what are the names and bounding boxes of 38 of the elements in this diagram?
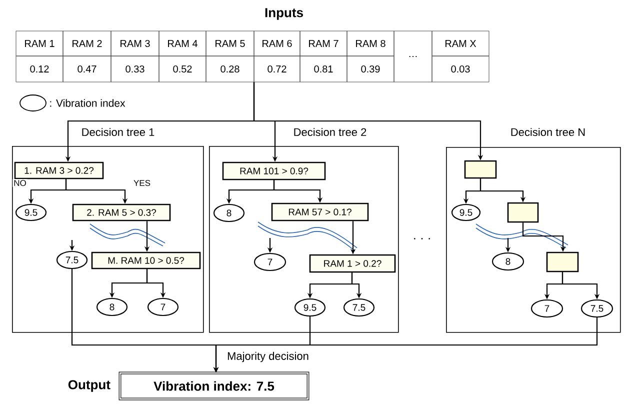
table-cell: 0.47 bbox=[62, 56, 112, 82]
question-box: 2. RAM 5 > 0.3? bbox=[72, 204, 171, 222]
table-cell: 0.39 bbox=[346, 56, 394, 82]
empty-box bbox=[507, 202, 539, 223]
table-cell: RAM 4 bbox=[158, 30, 206, 56]
question-box: RAM 101 > 0.9? bbox=[222, 162, 326, 180]
table-cell: RAM 5 bbox=[206, 30, 254, 56]
table-cell: RAM 1 bbox=[16, 30, 64, 56]
table-cell: RAM 6 bbox=[254, 30, 300, 56]
table-cell: RAM 2 bbox=[62, 30, 112, 56]
output-box: Vibration index: 7.5 bbox=[118, 372, 310, 400]
table-cell: RAM 3 bbox=[110, 30, 160, 56]
question-box: 1. RAM 3 > 0.2? bbox=[14, 162, 104, 180]
table-cell: 0.52 bbox=[158, 56, 206, 82]
table-heading: Inputs bbox=[265, 8, 303, 20]
table-cell: 0.03 bbox=[432, 56, 490, 82]
table-cell: 0.12 bbox=[16, 56, 64, 82]
panel-heading: Decision tree 2 bbox=[292, 126, 368, 138]
table-cell: RAM X bbox=[432, 30, 490, 56]
question-box: RAM 57 > 0.1? bbox=[271, 202, 369, 222]
table-cell: 0.33 bbox=[110, 56, 160, 82]
ellipsis-dots: · · · bbox=[414, 238, 430, 240]
panel-heading: Decision tree 1 bbox=[80, 126, 156, 138]
empty-box bbox=[546, 252, 579, 272]
question-box: M. RAM 10 > 0.5? bbox=[91, 252, 201, 270]
table-cell: RAM 7 bbox=[300, 30, 348, 56]
table-cell: 0.81 bbox=[300, 56, 348, 82]
empty-box bbox=[464, 160, 497, 179]
panel-heading: Decision tree N bbox=[509, 126, 587, 138]
edge-label: YES bbox=[132, 178, 152, 187]
output-label: Output bbox=[68, 380, 110, 392]
ellipsis-cell: … bbox=[394, 30, 432, 82]
table-cell: 0.28 bbox=[206, 56, 254, 82]
edge-label: Majority decision bbox=[226, 350, 310, 364]
question-box: RAM 1 > 0.2? bbox=[309, 254, 396, 273]
table-cell: RAM 8 bbox=[346, 30, 394, 56]
legend-text: : Vibration index bbox=[50, 99, 126, 107]
table-cell: 0.72 bbox=[254, 56, 300, 82]
